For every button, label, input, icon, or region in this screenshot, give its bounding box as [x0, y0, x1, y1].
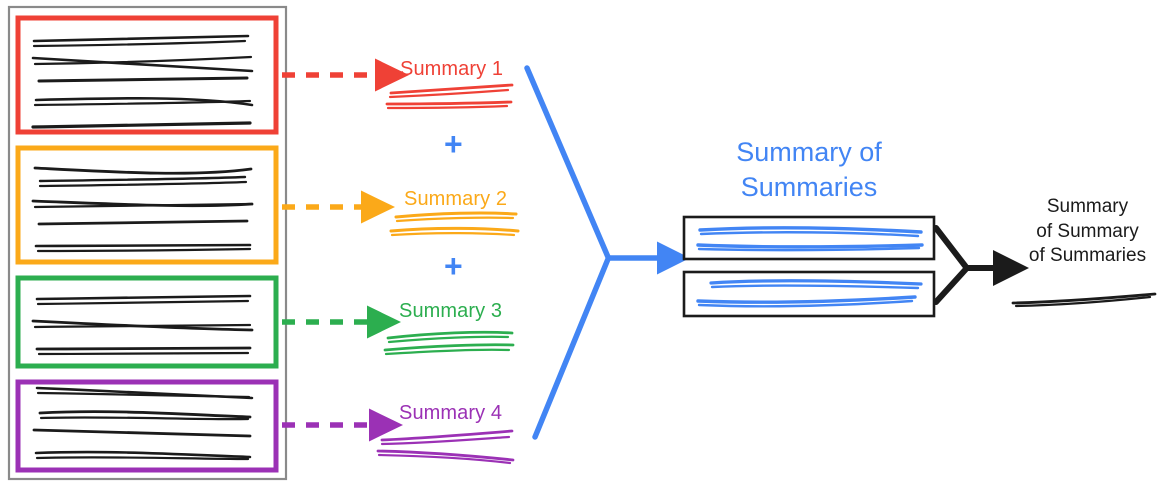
combined-box-1[interactable]	[682, 215, 936, 261]
summary-of-summaries-line-1: Summary of	[736, 137, 882, 167]
chunk-4-text-lines	[32, 386, 254, 461]
chunk-1-group[interactable]	[15, 15, 279, 135]
merge-line-from-box-1	[933, 225, 969, 270]
combined-box-2[interactable]	[682, 270, 936, 318]
document-outer-border	[7, 5, 288, 481]
summary-2-lines	[389, 211, 520, 237]
summary-3-label: Summary 3	[399, 300, 503, 322]
combined-box-1-group[interactable]	[682, 215, 936, 261]
summary-4-lines	[376, 429, 515, 465]
funnel-line-top	[524, 65, 611, 260]
summary-4-label: Summary 4	[399, 402, 503, 424]
final-summary-line	[1011, 292, 1157, 308]
chunk-3-text-lines	[31, 294, 254, 356]
plus-sign-1: +	[444, 126, 463, 162]
final-summary-line-1: Summary	[1046, 196, 1129, 217]
summary-1-label: Summary 1	[400, 58, 504, 80]
merge-line-from-box-2	[933, 266, 969, 305]
combined-box-2-group[interactable]	[682, 270, 936, 318]
summary-2-label: Summary 2	[404, 188, 508, 210]
plus-sign-2: +	[444, 248, 463, 284]
summary-of-summaries-heading: Summary of Summaries	[684, 135, 934, 204]
combined-box-2-lines	[696, 279, 923, 308]
summary-of-summaries-line-2: Summaries	[740, 171, 878, 202]
funnel-line-bottom	[532, 256, 611, 440]
chunk-2-text-lines	[31, 166, 254, 253]
chunk-1-box[interactable]	[15, 15, 279, 135]
summary-3-lines	[383, 330, 515, 356]
final-summary-heading: Summary of Summary of Summaries	[1010, 195, 1165, 269]
combined-box-1-lines	[696, 226, 924, 252]
chunk-3-group[interactable]	[15, 275, 279, 369]
chunk-2-group[interactable]	[15, 145, 279, 265]
summary-1-lines	[385, 83, 514, 110]
final-summary-line-2: of Summary	[1036, 220, 1139, 242]
final-summary-line-3: of Summaries	[1028, 245, 1147, 267]
chunk-1-text-lines	[31, 34, 254, 129]
chunk-4-group[interactable]	[15, 379, 279, 473]
